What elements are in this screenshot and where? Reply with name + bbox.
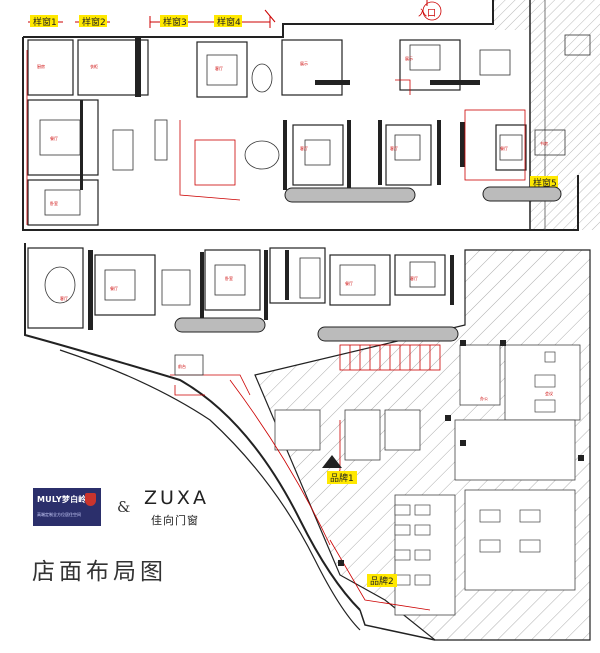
svg-text:餐厅: 餐厅 — [345, 280, 353, 286]
window2-label: 样窗2 — [82, 16, 106, 28]
svg-text:餐厅: 餐厅 — [500, 145, 508, 151]
svg-text:客厅: 客厅 — [410, 275, 418, 281]
brand1-label: 品牌1 — [330, 472, 354, 484]
muly-logo: MULY梦白岭 高端定制全方位居住空间 — [33, 488, 101, 526]
svg-text:厨房: 厨房 — [37, 63, 45, 69]
window4-label: 样窗4 — [217, 16, 241, 28]
muly-crest-icon — [85, 493, 96, 506]
svg-text:前台: 前台 — [178, 363, 186, 369]
brand2-label: 品牌2 — [370, 575, 394, 587]
lower-floor-plan: 品牌1 品牌2 客厅 餐厅 卧室 餐厅 客厅 办公 会议 前台 — [24, 243, 591, 641]
svg-text:卧室: 卧室 — [225, 275, 233, 281]
entrance-label: 入口 — [418, 8, 436, 19]
svg-text:会议: 会议 — [545, 390, 553, 396]
window2-label-bg — [79, 15, 107, 27]
svg-text:办公: 办公 — [480, 395, 488, 401]
window1-label: 样窗1 — [33, 16, 57, 28]
ampersand: & — [117, 498, 131, 516]
brand2-label-bg — [367, 574, 397, 587]
svg-text:卧室: 卧室 — [50, 200, 58, 206]
window3-label-bg — [160, 15, 188, 27]
zuxa-logo-subtext: 佳向门窗 — [151, 514, 199, 527]
svg-text:客厅: 客厅 — [60, 295, 68, 301]
svg-text:书房: 书房 — [540, 140, 548, 146]
window4-label-bg — [214, 15, 242, 27]
svg-text:客厅: 客厅 — [215, 65, 223, 71]
muly-logo-subtext: 高端定制全方位居住空间 — [37, 512, 81, 517]
muly-logo-text: MULY梦白岭 — [37, 495, 87, 504]
window1-label-bg — [30, 15, 58, 27]
svg-text:展示: 展示 — [300, 60, 308, 66]
svg-text:餐厅: 餐厅 — [50, 135, 58, 141]
svg-text:客厅: 客厅 — [300, 145, 308, 151]
svg-text:客厅: 客厅 — [390, 145, 398, 151]
svg-text:展示: 展示 — [405, 55, 413, 61]
brand1-label-bg — [327, 471, 357, 484]
layout-caption: 店面布局图 — [32, 559, 167, 585]
svg-text:衣柜: 衣柜 — [90, 63, 98, 69]
upper-hatched-corner — [493, 0, 530, 30]
upper-floor-plan: 样窗1 样窗2 样窗3 样窗4 样窗5 入口 — [22, 0, 600, 231]
window3-label: 样窗3 — [163, 16, 187, 28]
zuxa-logo-text: ZUXA — [144, 487, 209, 509]
window5-label-bg — [530, 176, 558, 188]
svg-text:餐厅: 餐厅 — [110, 285, 118, 291]
window5-label: 样窗5 — [533, 177, 557, 189]
